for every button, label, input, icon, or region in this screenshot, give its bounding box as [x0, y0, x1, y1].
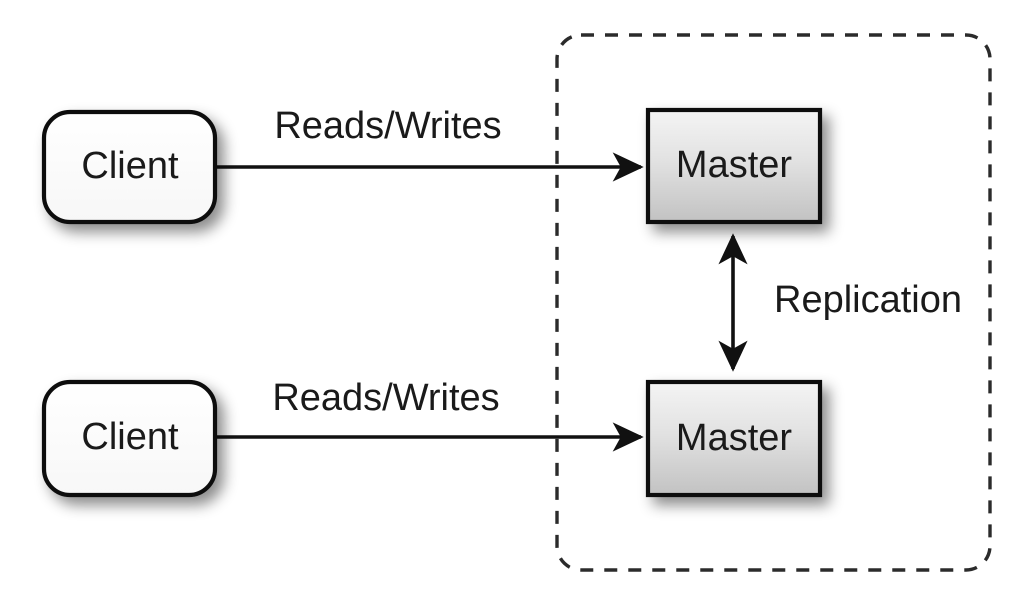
edge-label-reads-writes-bottom: Reads/Writes	[272, 377, 499, 419]
client-top-label: Client	[81, 145, 179, 187]
replication-cluster-boundary	[555, 33, 992, 572]
master-top-label: Master	[676, 144, 792, 186]
client-bottom-shape	[41, 379, 218, 498]
edge-label-reads-writes-top: Reads/Writes	[274, 105, 501, 147]
master-bottom-label: Master	[676, 417, 792, 459]
master-top-shape	[645, 107, 823, 225]
node-client-top[interactable]	[41, 109, 218, 225]
edge-label-replication: Replication	[774, 279, 962, 321]
node-master-bottom[interactable]	[645, 379, 823, 498]
client-top-shape	[41, 109, 218, 225]
node-master-top[interactable]	[645, 107, 823, 225]
master-bottom-shape	[645, 379, 823, 498]
client-bottom-label: Client	[81, 416, 179, 458]
node-client-bottom[interactable]	[41, 379, 218, 498]
